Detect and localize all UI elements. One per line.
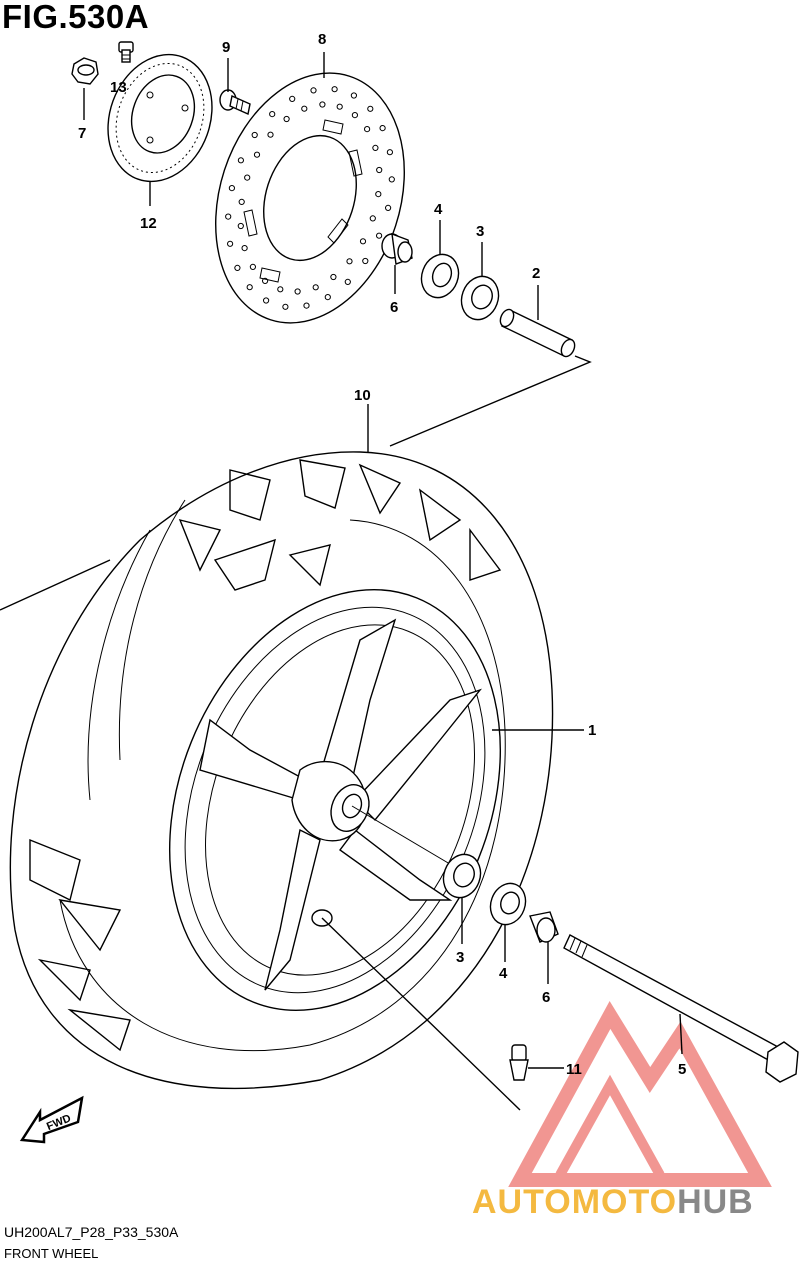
bearing-part-3-bottom [442, 853, 482, 899]
callout-10: 10 [354, 387, 371, 404]
callout-5: 5 [678, 1061, 686, 1078]
fwd-arrow-icon: FWD [19, 1095, 84, 1144]
callout-12: 12 [140, 215, 157, 232]
disc-hole [301, 105, 308, 112]
nut-part-7 [71, 57, 99, 85]
callout-8: 8 [318, 31, 326, 48]
disc-hole [359, 238, 367, 245]
disc-hole [263, 297, 270, 304]
disc-hole [336, 103, 343, 110]
figure-title: FIG.530A [2, 0, 150, 35]
disc-hole [246, 284, 253, 291]
disc-hole [251, 131, 258, 139]
disc-hole [237, 157, 244, 164]
disc-hole [289, 95, 296, 103]
callout-13: 13 [110, 79, 127, 96]
disc-hole [324, 294, 331, 301]
callout-3-top: 3 [476, 223, 484, 240]
disc-hole [225, 213, 232, 220]
disc-hole [385, 204, 392, 211]
figure-name: FRONT WHEEL [4, 1246, 99, 1261]
disc-hole [253, 151, 261, 158]
callout-6-top: 6 [390, 299, 398, 316]
sensor-ring-part-12 [107, 53, 213, 183]
oil-seal-part-4-top [420, 253, 460, 299]
disc-hole [277, 286, 284, 293]
callout-7: 7 [78, 125, 86, 142]
oil-seal-part-4-bottom [489, 882, 527, 926]
disc-hole [303, 302, 310, 309]
collar-part-6-top [381, 232, 413, 265]
disc-hole [267, 131, 274, 138]
disc-hole [375, 191, 382, 198]
disc-hole [269, 111, 276, 118]
collar-part-6-bottom [529, 911, 559, 943]
bearing-part-3-top [460, 275, 500, 321]
disc-hole [249, 263, 256, 270]
callout-1: 1 [588, 722, 596, 739]
wheel-spokes [199, 618, 483, 991]
disc-hole [330, 273, 337, 281]
leader-lines [83, 52, 683, 1069]
disc-hole [362, 257, 369, 265]
watermark-text: AUTOMOTOHUB [472, 1183, 754, 1221]
valve-part-11 [509, 1044, 529, 1081]
disc-hole [367, 105, 374, 112]
callout-labels: 8 9 13 7 12 4 3 2 6 10 1 3 4 6 5 11 [78, 31, 686, 1078]
callout-9: 9 [222, 39, 230, 56]
callout-11: 11 [566, 1061, 582, 1078]
disc-hole [369, 215, 376, 222]
spacer-part-2 [499, 308, 576, 358]
disc-hole [227, 240, 234, 247]
wheel-assembly-part-1 [9, 451, 554, 1090]
disc-hole [379, 125, 386, 132]
disc-hole [310, 87, 317, 94]
callout-4-top: 4 [434, 201, 443, 218]
disc-hole [344, 278, 351, 285]
disc-hole [238, 198, 245, 205]
disc-hole [234, 264, 241, 271]
disc-hole [241, 245, 248, 252]
bolt-part-13 [118, 41, 134, 63]
brake-disc-part-8 [215, 72, 405, 324]
figure-code: UH200AL7_P28_P33_530A [4, 1224, 179, 1240]
callout-3-bottom: 3 [456, 949, 464, 966]
disc-hole [350, 92, 357, 99]
disc-hole [228, 185, 235, 192]
disc-hole [244, 174, 251, 181]
disc-hole [319, 101, 326, 108]
disc-hole [283, 115, 290, 123]
watermark-logo [508, 1001, 772, 1187]
disc-hole [282, 303, 289, 310]
disc-hole [346, 258, 353, 265]
disc-hole [312, 284, 319, 291]
callout-2: 2 [532, 265, 540, 282]
disc-hole [372, 144, 379, 151]
disc-hole [262, 277, 269, 284]
disc-hole [237, 222, 244, 230]
tyre-tread [29, 459, 502, 1052]
callout-4-bottom: 4 [499, 965, 508, 982]
disc-hole [376, 166, 383, 174]
disc-hole [376, 232, 383, 239]
disc-hole [331, 86, 338, 93]
bolt-part-9 [219, 89, 251, 115]
disc-hole [351, 112, 358, 119]
axle-part-5 [563, 934, 799, 1083]
disc-hole [364, 126, 371, 133]
callout-6-bottom: 6 [542, 989, 550, 1006]
disc-hole [388, 176, 395, 183]
disc-hole [386, 149, 393, 156]
disc-hole [294, 288, 301, 295]
